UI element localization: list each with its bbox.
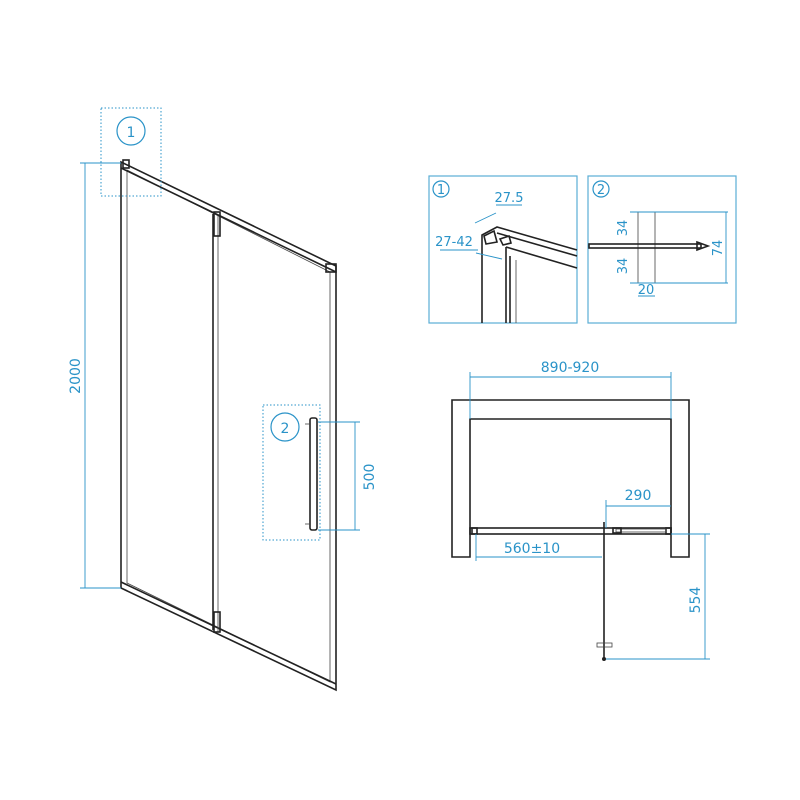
door-handle [309,417,318,531]
callout-2: 2 [262,404,321,541]
callout-2-label: 2 [281,421,290,437]
front-view-door [120,159,337,692]
detail-2-lower-text: 34 [616,258,631,275]
plan-view: 890-920 290 560±10 554 [451,360,710,661]
height-dimension: 2000 [68,162,121,589]
swing-depth-text: 554 [688,587,704,614]
detail-2-upper-text: 34 [616,220,631,237]
door-width-text: 560±10 [504,541,560,557]
fixed-offset-text: 290 [625,488,652,504]
handle-dim-text: 500 [362,464,378,491]
height-dim-text: 2000 [68,358,84,394]
door-frame-outer [120,160,337,692]
detail-2-total-text: 74 [711,240,726,257]
callout-1-label: 1 [127,125,136,141]
detail-2-label: 2 [597,183,605,198]
detail-2-panel: 2 74 34 34 20 [587,175,737,324]
handle-dimension: 500 [318,421,378,531]
detail-2-depth-text: 20 [638,283,655,298]
width-dim-text: 890-920 [541,360,600,376]
walls [451,399,690,558]
callout-1: 1 [100,107,162,197]
detail-1-label: 1 [437,183,445,198]
detail-1-width-text: 27.5 [495,191,524,206]
detail-1-range-text: 27-42 [435,235,473,250]
detail-1-panel: 1 27.5 27-42 [428,175,578,324]
bottom-pivot [213,611,221,633]
top-pivot [213,211,221,237]
